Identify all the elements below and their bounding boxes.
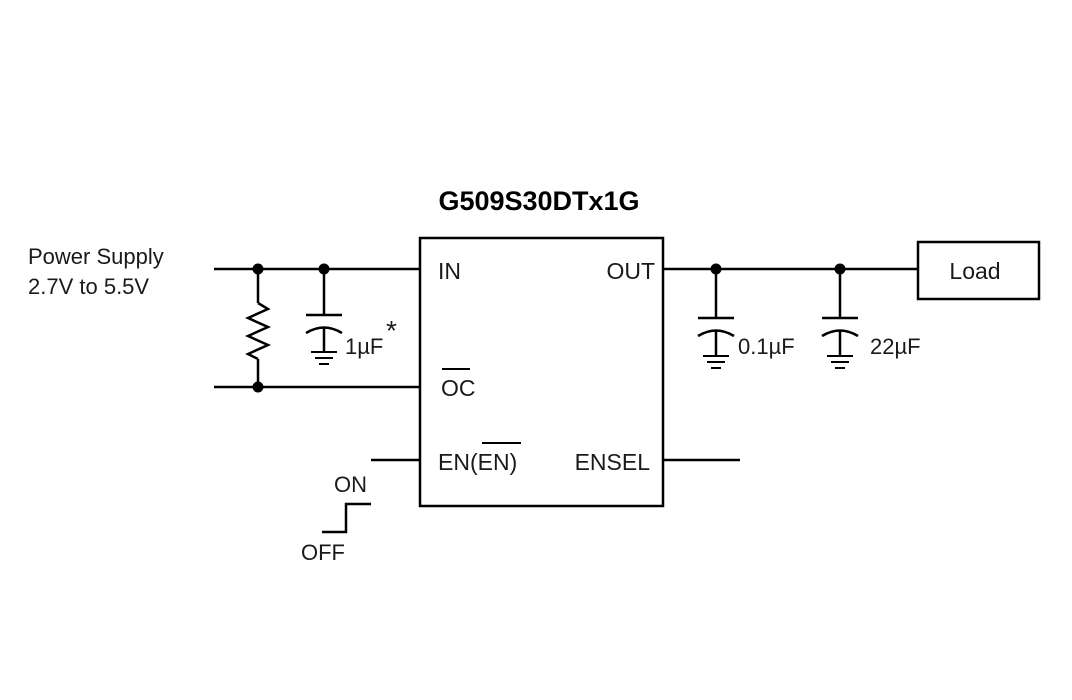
junction-dot <box>252 263 264 275</box>
output-capacitor-large <box>821 269 859 369</box>
pin-out-label: OUT <box>606 258 655 284</box>
chip-body <box>418 236 665 508</box>
output-capacitor-small-value: 0.1µF <box>738 334 795 359</box>
pin-en-label: EN(EN) <box>438 449 517 475</box>
switch-on-label: ON <box>334 472 367 497</box>
pin-ensel-label: ENSEL <box>575 449 651 475</box>
power-supply-label: Power Supply <box>28 244 164 269</box>
load-label: Load <box>949 258 1000 284</box>
pin-oc-label: OC <box>441 375 476 401</box>
load-box <box>916 240 1041 301</box>
input-capacitor-note-mark: * <box>386 315 397 346</box>
pin-en-bar-label: EN <box>478 449 510 475</box>
chip-part-number: G509S30DTx1G <box>438 186 639 216</box>
junction-dot <box>834 263 846 275</box>
power-supply-voltage-range: 2.7V to 5.5V <box>28 274 149 299</box>
junction-dot <box>318 263 330 275</box>
input-capacitor <box>305 269 343 365</box>
output-capacitor-large-value: 22µF <box>870 334 921 359</box>
junction-dot <box>252 381 264 393</box>
output-capacitor-small <box>697 269 735 369</box>
pin-in-label: IN <box>438 258 461 284</box>
switch-off-label: OFF <box>301 540 345 565</box>
pullup-resistor <box>244 269 272 387</box>
junction-dot <box>710 263 722 275</box>
input-capacitor-value: 1µF <box>345 334 383 359</box>
enable-step-signal <box>322 502 371 534</box>
